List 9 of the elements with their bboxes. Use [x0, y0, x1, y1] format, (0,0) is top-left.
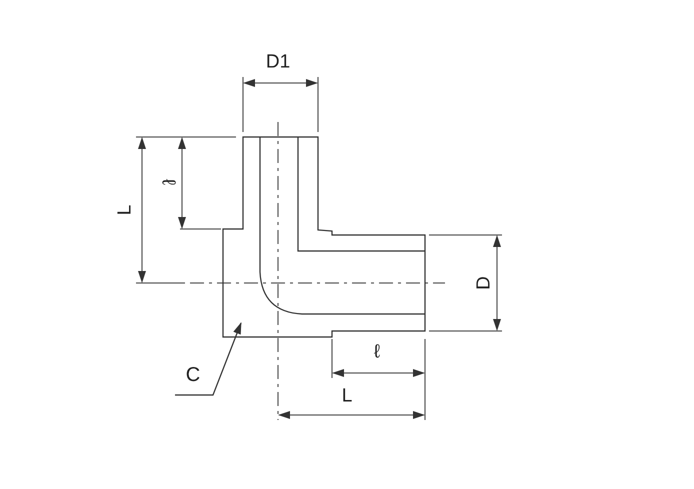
leader-line	[175, 322, 242, 396]
elbow-fitting-drawing	[222, 136, 426, 338]
dimension-label: ℓ	[374, 342, 380, 362]
dimension-label: L	[116, 204, 134, 216]
dimension-label: D	[474, 276, 494, 290]
dimension-label: D1	[266, 52, 290, 72]
part-label: C	[186, 365, 200, 385]
dimension-label: L	[342, 386, 352, 406]
dimension-label: ℓ	[158, 178, 178, 186]
